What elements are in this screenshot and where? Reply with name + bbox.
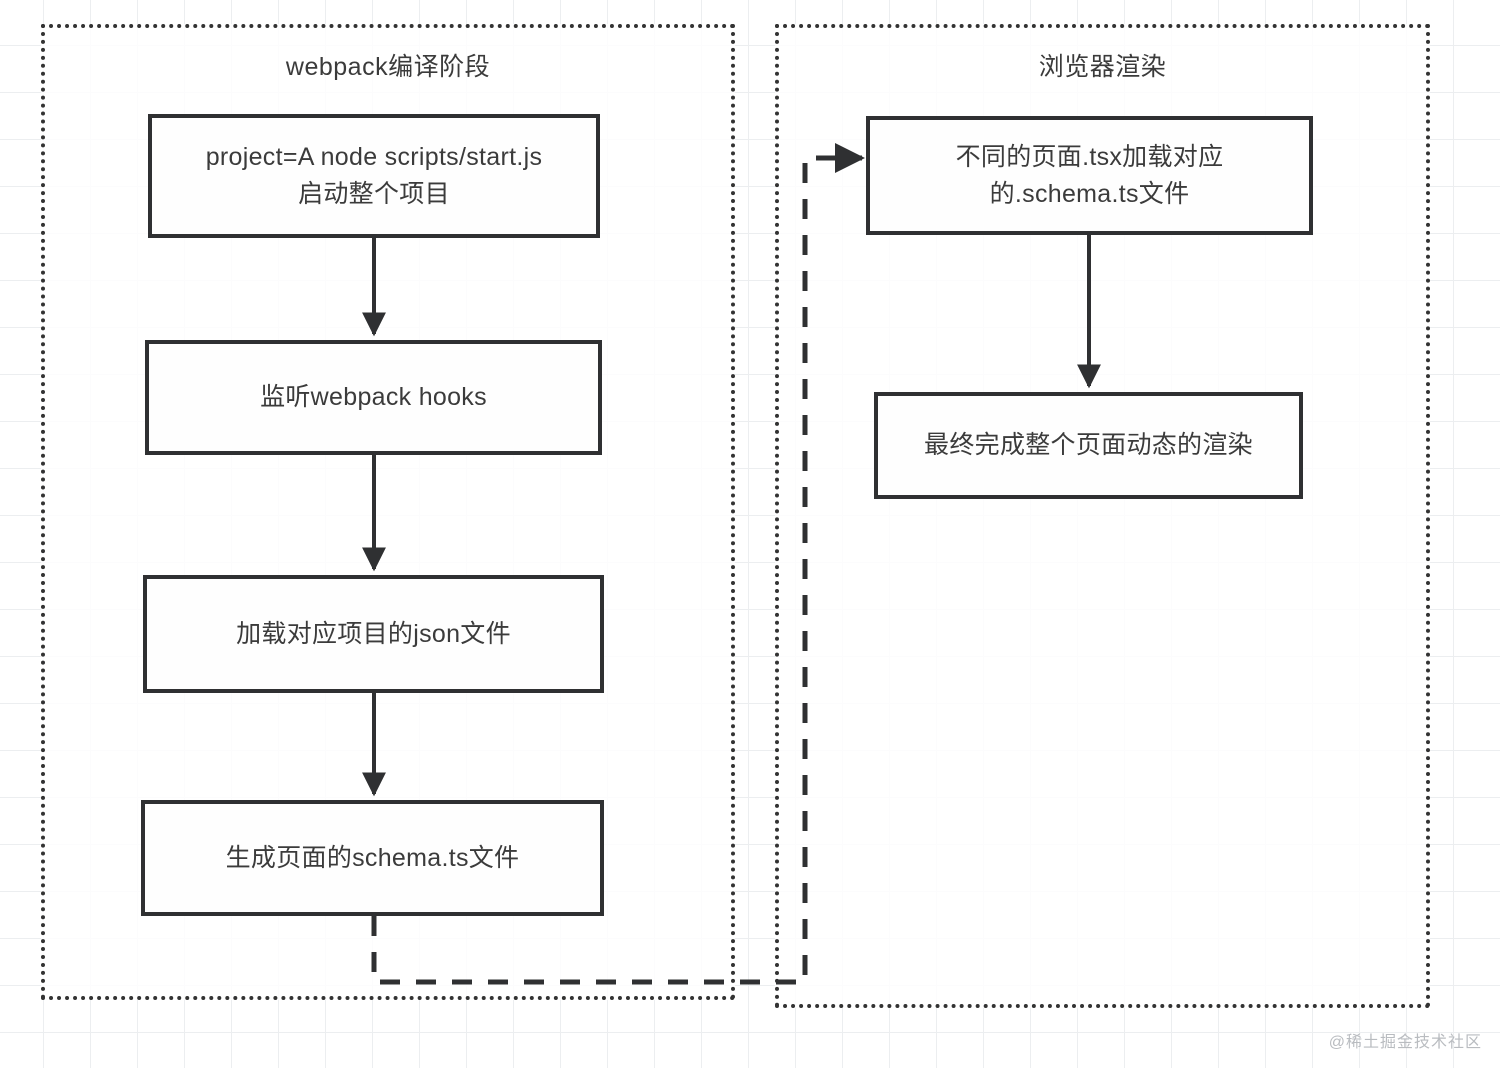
group-title-browser-render: 浏览器渲染 [1038,53,1167,81]
node-label: project=A node scripts/start.js 启动整个项目 [205,143,543,208]
node-label: 监听webpack hooks [260,383,487,411]
node-load-json[interactable]: 加载对应项目的json文件 [143,575,604,693]
group-title-compile-stage: webpack编译阶段 [285,53,491,81]
node-label: 生成页面的schema.ts文件 [225,843,520,872]
node-label: 加载对应项目的json文件 [236,619,511,648]
node-generate-schema[interactable]: 生成页面的schema.ts文件 [141,800,604,916]
node-label: 最终完成整个页面动态的渲染 [924,431,1253,459]
node-load-schema-in-page[interactable]: 不同的页面.tsx加载对应 的.schema.ts文件 [866,116,1313,235]
watermark: @稀土掘金技术社区 [1328,1034,1482,1051]
node-label: 不同的页面.tsx加载对应 的.schema.ts文件 [955,142,1224,208]
node-watch-hooks[interactable]: 监听webpack hooks [145,340,602,455]
node-final-render[interactable]: 最终完成整个页面动态的渲染 [874,392,1303,499]
node-start-project[interactable]: project=A node scripts/start.js 启动整个项目 [148,114,600,238]
